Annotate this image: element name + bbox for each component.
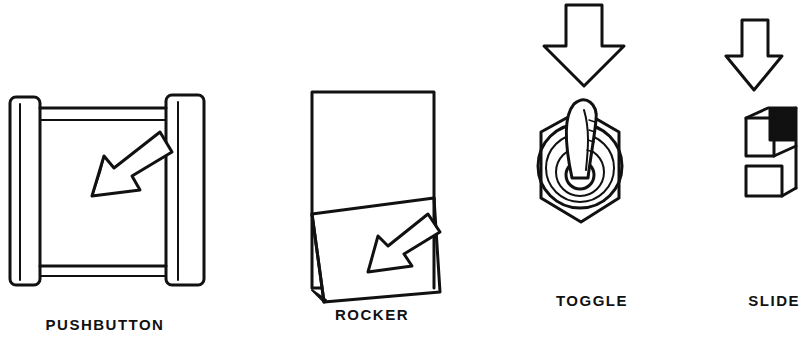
- switch-type-label: PUSHBUTTON: [46, 316, 165, 333]
- toggle-switch: [538, 5, 624, 222]
- pushbutton-switch: [10, 95, 204, 285]
- slide-switch: [726, 20, 796, 196]
- switch-type-label: SLIDE: [748, 292, 800, 309]
- switch-type-label: TOGGLE: [556, 292, 628, 309]
- switch-type-label: ROCKER: [335, 306, 409, 323]
- rocker-switch: [312, 92, 440, 302]
